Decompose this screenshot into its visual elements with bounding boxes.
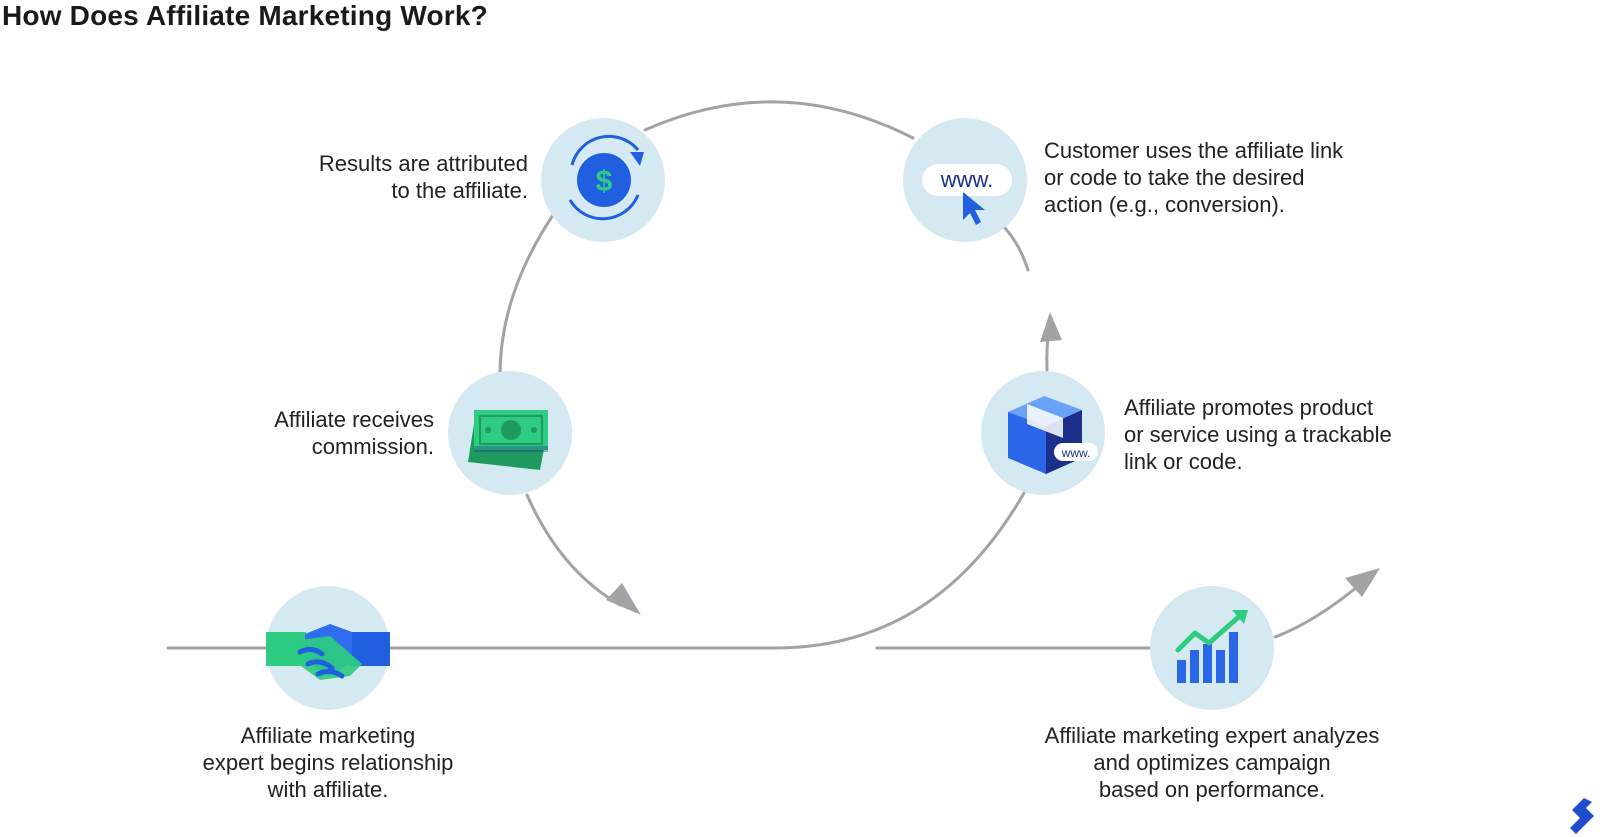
step-optimize-label: Affiliate marketing expert analyzes and … bbox=[1044, 723, 1380, 802]
arrowhead-down-right bbox=[606, 583, 641, 615]
step-attributed-label: Results are attributed to the affiliate. bbox=[318, 151, 528, 203]
dollar-cycle-icon: $ bbox=[568, 134, 644, 221]
flow-line-to-base bbox=[525, 493, 622, 607]
flow-lines bbox=[166, 100, 1364, 650]
cash-icon bbox=[468, 410, 548, 470]
step-begin-label: Affiliate marketing expert begins relati… bbox=[202, 723, 454, 802]
handshake-icon bbox=[266, 624, 390, 680]
www-text: www. bbox=[940, 167, 994, 192]
box-icon: www. bbox=[1008, 396, 1098, 474]
arrowheads bbox=[606, 312, 1380, 615]
step-customer-label: Customer uses the affiliate link or code… bbox=[1044, 138, 1344, 217]
arrowhead-up bbox=[1040, 312, 1062, 342]
step-commission-label: Affiliate receives commission. bbox=[274, 407, 434, 459]
page-title: How Does Affiliate Marketing Work? bbox=[2, 0, 488, 31]
cursor-icon bbox=[963, 192, 985, 225]
growth-chart-icon bbox=[1175, 610, 1248, 683]
box-tag-text: www. bbox=[1061, 446, 1091, 460]
dollar-text: $ bbox=[596, 165, 613, 198]
toptal-logo-icon bbox=[1570, 798, 1594, 834]
flow-line-growth bbox=[1273, 581, 1364, 639]
flow-line-left-arc bbox=[498, 213, 555, 377]
flow-line-top-arc bbox=[643, 100, 915, 140]
arrowhead-growth bbox=[1345, 568, 1380, 597]
www-cursor-icon: www. bbox=[922, 164, 1012, 225]
flow-line-up-right bbox=[773, 491, 1026, 650]
step-promote-label: Affiliate promotes product or service us… bbox=[1124, 395, 1392, 474]
flow-line-customer-in bbox=[1003, 226, 1030, 272]
